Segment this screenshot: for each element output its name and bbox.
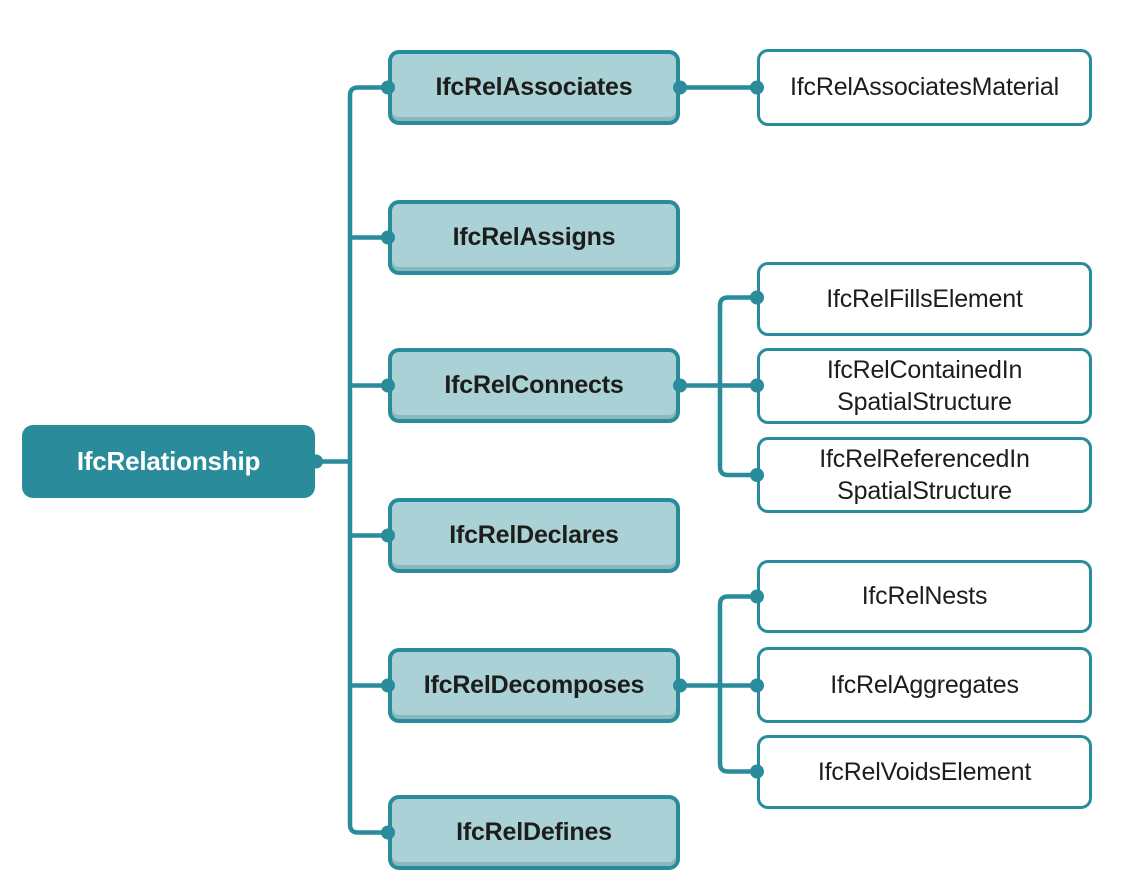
trunk-decomposes xyxy=(717,594,757,774)
node-label: IfcRelAssociatesMaterial xyxy=(790,73,1059,102)
junction-dots xyxy=(309,80,764,840)
node-label: IfcRelNests xyxy=(861,582,988,611)
trunk-connects xyxy=(717,295,757,478)
node-label: IfcRelAssigns xyxy=(452,223,616,251)
node-ifcrelnests: IfcRelNests xyxy=(757,560,1092,633)
node-ifcrelassociatesmaterial: IfcRelAssociatesMaterial xyxy=(757,49,1092,126)
node-ifcreldeclares: IfcRelDeclares xyxy=(388,498,680,573)
node-label: IfcRelationship xyxy=(76,446,261,476)
node-ifcrelassociates: IfcRelAssociates xyxy=(388,50,680,125)
node-label: IfcRelVoidsElement xyxy=(817,757,1032,786)
node-label: IfcRelReferencedIn SpatialStructure xyxy=(819,444,1030,506)
node-label: IfcRelAggregates xyxy=(830,670,1019,699)
node-ifcrelationship: IfcRelationship xyxy=(22,425,315,498)
node-label: IfcRelFillsElement xyxy=(826,284,1023,313)
node-ifcrelvoidselement: IfcRelVoidsElement xyxy=(757,735,1092,809)
node-label: IfcRelDecomposes xyxy=(423,671,645,699)
node-label: IfcRelDeclares xyxy=(449,521,619,549)
node-ifcrelcontainedinspatialstructure: IfcRelContainedIn SpatialStructure xyxy=(757,348,1092,424)
node-ifcreldefines: IfcRelDefines xyxy=(388,795,680,870)
node-ifcrelfillselement: IfcRelFillsElement xyxy=(757,262,1092,336)
trunk-main xyxy=(347,85,388,835)
node-ifcrelaggregates: IfcRelAggregates xyxy=(757,647,1092,723)
node-ifcreldecomposes: IfcRelDecomposes xyxy=(388,648,680,723)
node-ifcrelassigns: IfcRelAssigns xyxy=(388,200,680,275)
node-label: IfcRelConnects xyxy=(444,371,624,399)
node-label: IfcRelContainedIn SpatialStructure xyxy=(826,355,1023,417)
node-label: IfcRelAssociates xyxy=(435,73,633,101)
node-ifcrelconnects: IfcRelConnects xyxy=(388,348,680,423)
node-label: IfcRelDefines xyxy=(456,818,612,846)
node-ifcrelreferencedinspatialstructure: IfcRelReferencedIn SpatialStructure xyxy=(757,437,1092,513)
